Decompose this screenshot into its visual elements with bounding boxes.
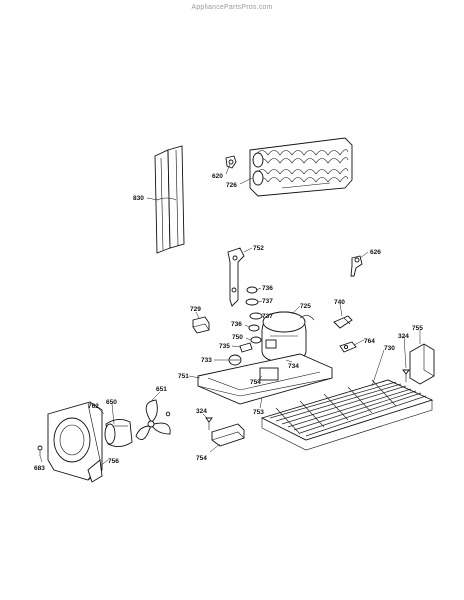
label-324-lower: 324 bbox=[196, 408, 207, 415]
part-labels: 620 726 830 752 626 736 737 725 729 737 … bbox=[34, 173, 423, 472]
label-756: 756 bbox=[108, 458, 119, 465]
condenser-coil-730[interactable] bbox=[260, 379, 434, 451]
label-736-upper: 736 bbox=[262, 285, 273, 292]
watermark: AppliancePartsPros.com bbox=[191, 4, 273, 11]
condenser-coil[interactable] bbox=[249, 137, 353, 197]
label-830: 830 bbox=[133, 195, 144, 202]
fan-motor[interactable] bbox=[104, 419, 133, 447]
switch-740[interactable] bbox=[333, 315, 353, 329]
label-737-upper: 737 bbox=[262, 298, 273, 305]
label-729: 729 bbox=[190, 306, 201, 313]
label-752: 752 bbox=[253, 245, 264, 252]
washer-737-upper[interactable] bbox=[245, 298, 259, 306]
bracket-754[interactable] bbox=[211, 423, 245, 447]
panel-strip[interactable] bbox=[154, 145, 185, 254]
compressor[interactable] bbox=[261, 311, 315, 363]
label-730: 730 bbox=[384, 345, 395, 352]
screw-324-lower[interactable] bbox=[205, 417, 213, 430]
label-683: 683 bbox=[34, 465, 45, 472]
label-762: 762 bbox=[88, 403, 99, 410]
clip-620[interactable] bbox=[225, 155, 237, 169]
washer-737-middle[interactable] bbox=[249, 312, 263, 320]
label-755: 755 bbox=[412, 325, 423, 332]
label-650: 650 bbox=[106, 399, 117, 406]
label-754-lower: 754 bbox=[196, 455, 207, 462]
label-764: 764 bbox=[364, 338, 375, 345]
label-753: 753 bbox=[253, 409, 264, 416]
leader-lines bbox=[39, 163, 421, 467]
label-651: 651 bbox=[156, 386, 167, 393]
label-754-upper: 754 bbox=[250, 379, 261, 386]
label-736-lower: 736 bbox=[231, 321, 242, 328]
screw-683[interactable] bbox=[37, 445, 43, 456]
bracket-752[interactable] bbox=[227, 247, 245, 307]
label-324-upper: 324 bbox=[398, 333, 409, 340]
label-734: 734 bbox=[288, 363, 299, 370]
grommet-736-lower[interactable] bbox=[248, 324, 260, 332]
label-726: 726 bbox=[226, 182, 237, 189]
label-725: 725 bbox=[300, 303, 311, 310]
screw-324-upper[interactable] bbox=[402, 369, 410, 382]
base-pan[interactable] bbox=[197, 353, 333, 405]
label-620: 620 bbox=[212, 173, 223, 180]
grommet-736-upper[interactable] bbox=[246, 286, 258, 294]
part-733[interactable] bbox=[228, 354, 242, 366]
spacer-750[interactable] bbox=[250, 336, 262, 344]
fan-shroud[interactable] bbox=[47, 401, 103, 481]
fan-blade[interactable] bbox=[135, 399, 171, 441]
label-740: 740 bbox=[334, 299, 345, 306]
label-626: 626 bbox=[370, 249, 381, 256]
label-751: 751 bbox=[178, 373, 189, 380]
bracket-756[interactable] bbox=[87, 459, 103, 483]
label-750: 750 bbox=[232, 334, 243, 341]
relay-729[interactable] bbox=[192, 316, 210, 334]
connector-626[interactable] bbox=[350, 255, 363, 277]
clip-764[interactable] bbox=[339, 341, 357, 353]
label-735: 735 bbox=[219, 343, 230, 350]
part-735[interactable] bbox=[239, 342, 253, 353]
label-737-middle: 737 bbox=[262, 313, 273, 320]
bracket-755[interactable] bbox=[409, 343, 435, 385]
label-733: 733 bbox=[201, 357, 212, 364]
